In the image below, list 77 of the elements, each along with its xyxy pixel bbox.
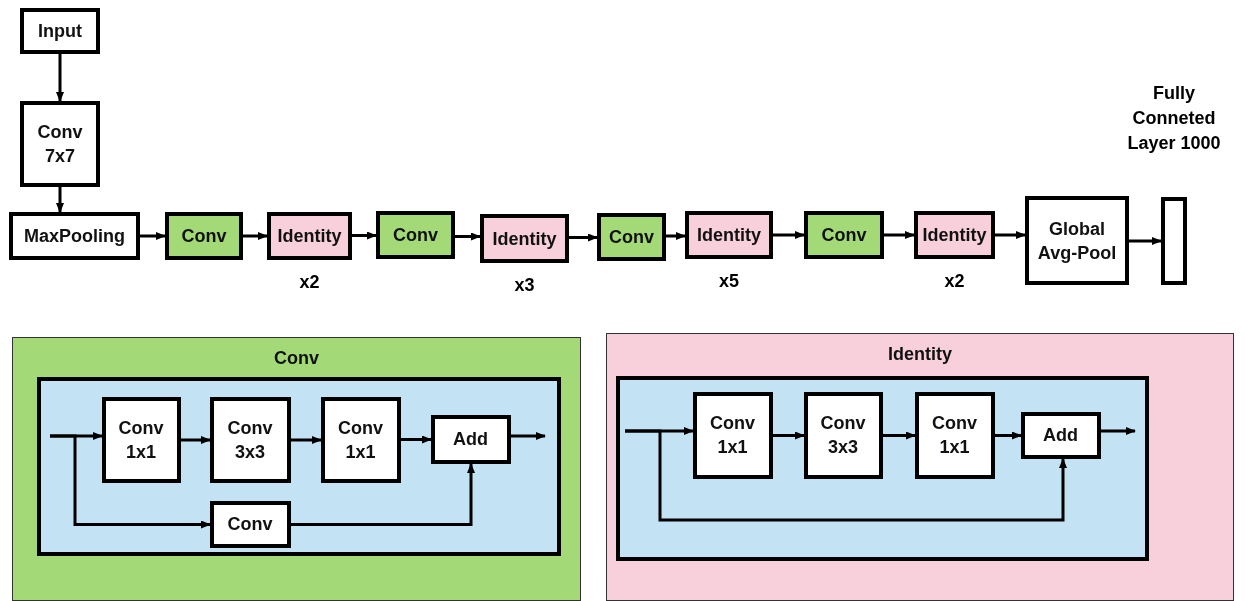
arrow	[569, 233, 598, 242]
identity-block	[914, 211, 995, 259]
conv-block	[165, 212, 243, 260]
layer-box	[20, 101, 100, 187]
layer-name: Conv 1x1	[117, 416, 165, 464]
layer-name: Input	[37, 20, 83, 43]
arrow	[773, 431, 805, 440]
layer-name: Conv	[392, 224, 439, 247]
layer-name: Conv	[820, 224, 868, 247]
arrow	[291, 436, 322, 444]
repeat-count: x5	[718, 271, 740, 292]
arrow	[625, 429, 1067, 522]
layer-box	[803, 391, 883, 479]
layer-name: Conv	[608, 226, 655, 249]
repeat-count: x2	[298, 272, 321, 293]
layer-box	[20, 8, 100, 54]
layer-name: Add	[1042, 424, 1079, 447]
conv-block	[597, 213, 666, 261]
layer-box	[9, 212, 140, 260]
arrow	[455, 232, 481, 241]
fc-layer-bar	[1161, 197, 1187, 285]
arrow	[50, 434, 211, 529]
layer-name: Identity	[276, 225, 343, 248]
layer-box	[430, 414, 511, 464]
module-box	[36, 376, 561, 556]
arrow	[995, 431, 1022, 440]
layer-name: Conv 7x7	[36, 121, 84, 168]
repeat-count: x3	[513, 275, 536, 296]
layer-name: Global Avg-Pool	[1036, 217, 1118, 265]
layer-name: Identity	[696, 224, 762, 247]
arrow	[352, 231, 377, 240]
identity-block	[685, 211, 773, 259]
layer-box	[101, 396, 181, 483]
arrow	[56, 54, 64, 102]
layer-box	[209, 500, 291, 548]
conv-block	[376, 211, 455, 259]
arrow	[995, 231, 1026, 239]
layer-box	[914, 391, 995, 479]
layer-name: Conv 3x3	[226, 416, 274, 464]
arrow	[291, 463, 475, 526]
arrow	[243, 232, 268, 240]
arrow	[401, 435, 432, 444]
layer-name: Conv	[226, 513, 274, 536]
arrow	[883, 431, 916, 440]
layer-box	[209, 396, 291, 483]
layer-box	[1020, 411, 1101, 459]
panel-title: Conv	[273, 347, 320, 370]
module-box	[615, 375, 1149, 561]
conv-block	[804, 211, 884, 259]
arrow	[773, 231, 805, 239]
layer-name: Add	[452, 428, 489, 451]
conv-panel	[12, 337, 581, 601]
arrow	[511, 432, 546, 440]
layer-name: Identity	[921, 224, 988, 247]
layer-name: Identity	[491, 227, 558, 251]
arrow	[1129, 237, 1162, 245]
arrow	[181, 436, 211, 444]
layer-name: Conv 1x1	[337, 416, 384, 464]
layer-name: Conv 1x1	[709, 412, 756, 459]
layer-box	[1025, 196, 1129, 285]
arrow	[56, 187, 64, 213]
layer-name: Conv 3x3	[819, 412, 867, 459]
arrow	[666, 232, 686, 240]
arrow	[140, 232, 166, 240]
identity-block	[267, 212, 352, 260]
repeat-count: x2	[943, 271, 966, 292]
arrow	[884, 231, 915, 239]
identity-panel	[606, 333, 1234, 601]
panel-title: Identity	[887, 343, 953, 366]
layer-name: Conv 1x1	[931, 412, 978, 459]
layer-label: Fully Conneted Layer 1000	[1126, 82, 1222, 155]
arrow	[1101, 427, 1136, 435]
layer-box	[692, 391, 773, 479]
layer-name: MaxPooling	[23, 225, 126, 248]
identity-block	[480, 214, 569, 263]
layer-box	[320, 396, 401, 483]
layer-name: Conv	[180, 225, 228, 248]
